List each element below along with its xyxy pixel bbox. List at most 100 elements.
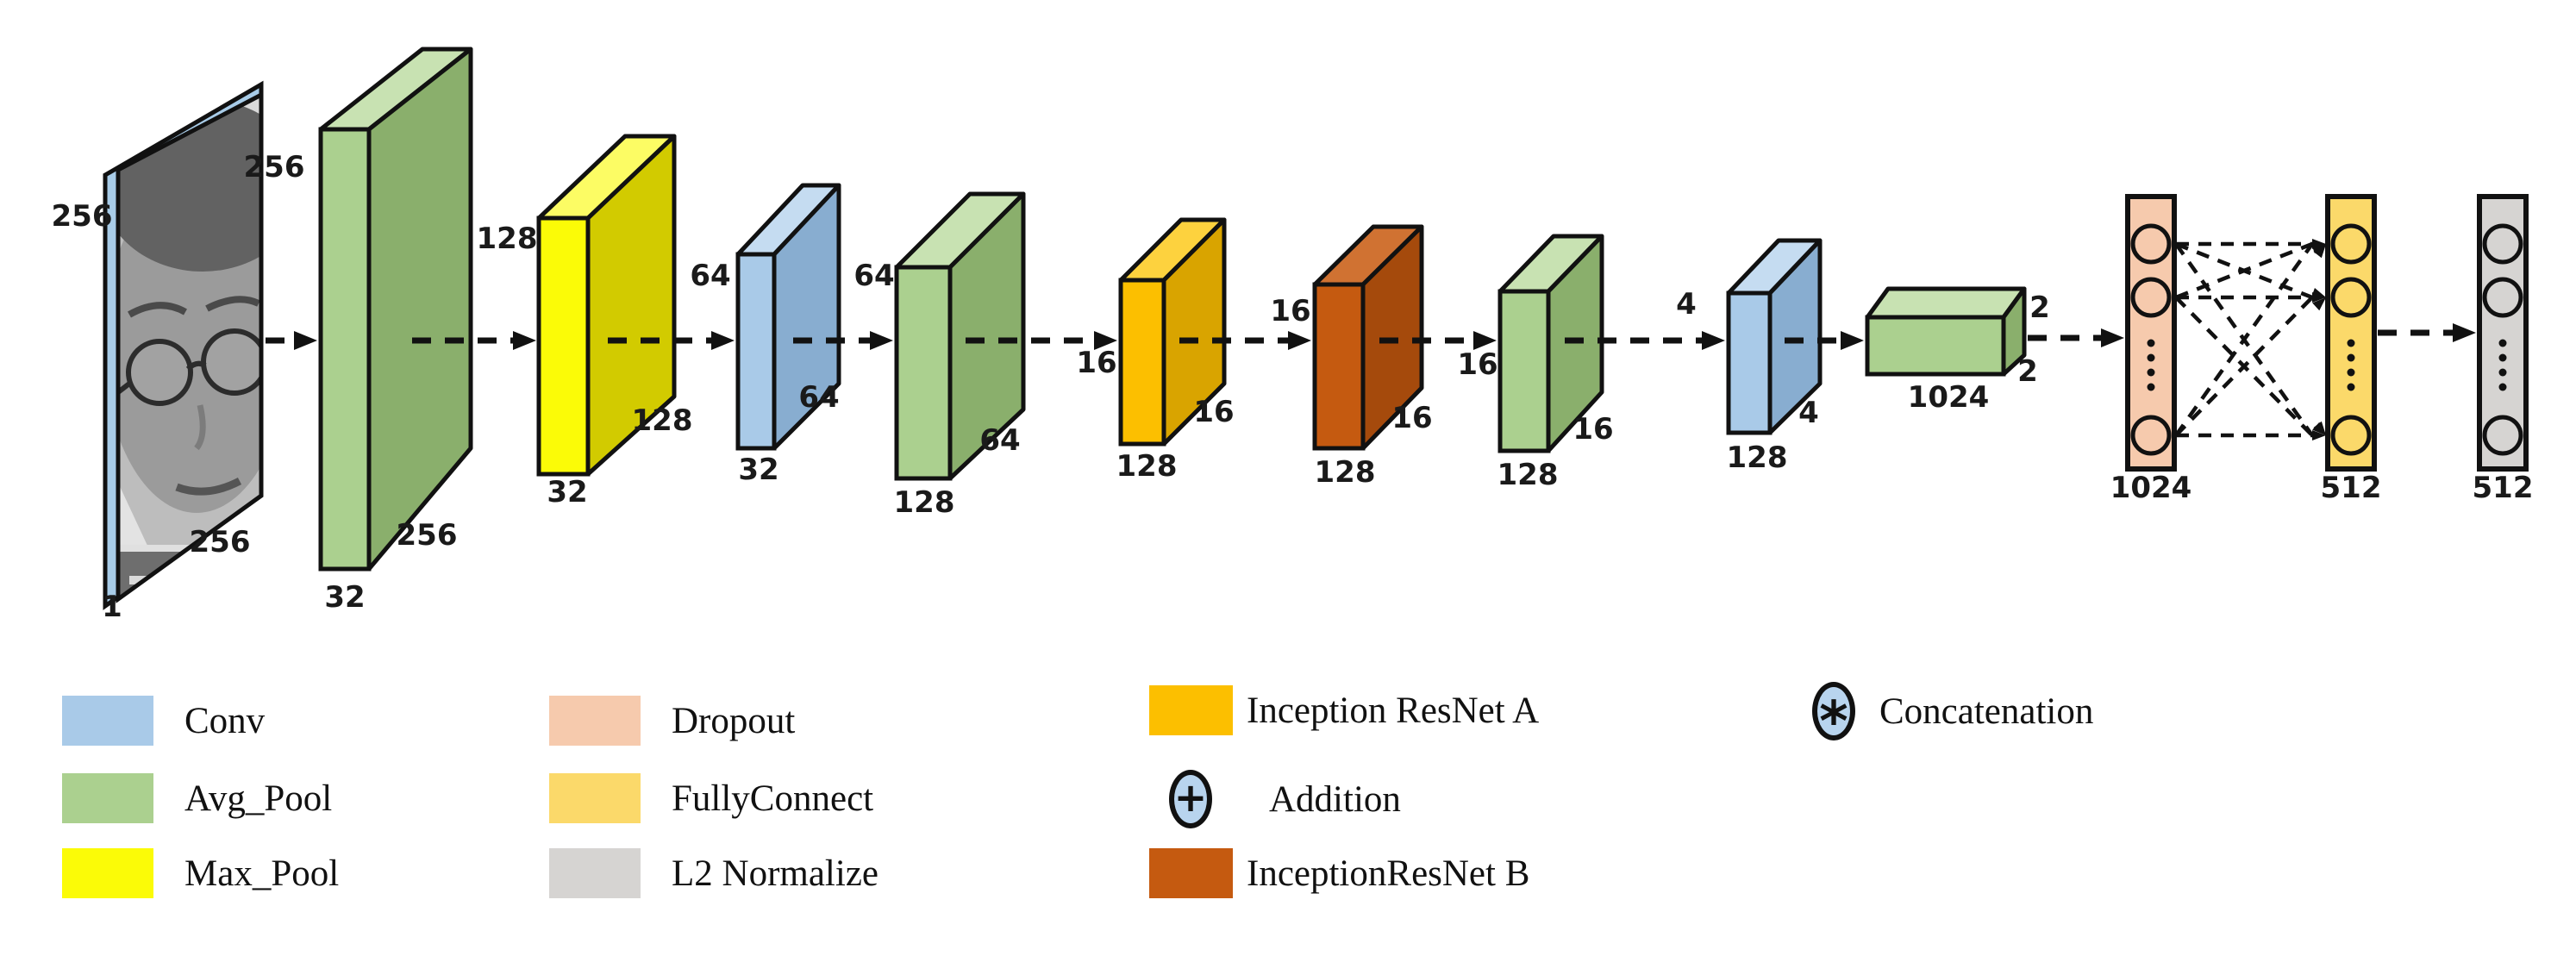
cross-connection-arrowhead <box>2312 292 2326 303</box>
flow-arrowhead <box>1841 331 1864 350</box>
legend-label: Concatenation <box>1879 690 2094 732</box>
ellipsis-dot <box>2147 353 2155 362</box>
legend-item-inception-resnet-b: InceptionResNet B <box>1149 848 1529 898</box>
flow-arrowhead <box>2101 328 2124 347</box>
legend-item-fully-connect: FullyConnect <box>549 773 873 823</box>
dimension-label: 128 <box>632 403 693 438</box>
legend-item-concatenation: * Concatenation <box>1812 682 2094 750</box>
legend-item-l2-normalize: L2 Normalize <box>549 848 878 898</box>
cross-connection <box>2174 296 2314 437</box>
flow-arrowhead <box>1702 331 1725 350</box>
dimension-label: 2 <box>2017 354 2038 389</box>
ellipsis-dot <box>2147 383 2155 391</box>
cross-connection-arrowhead <box>2312 297 2326 311</box>
flow-arrowhead <box>2453 323 2476 342</box>
legend-item-max-pool: Max_Pool <box>62 848 339 898</box>
dimension-label: 256 <box>244 150 305 184</box>
neuron-circle <box>2130 277 2172 318</box>
legend-label: Inception ResNet A <box>1247 690 1540 731</box>
dimension-label: 128 <box>1315 455 1376 490</box>
neuron-circle <box>2130 223 2172 265</box>
concatenation-icon: * <box>1812 682 1855 750</box>
input-image-border <box>116 91 264 603</box>
inception-resnet-b-color-swatch <box>1149 848 1233 898</box>
legend-item-avg-pool: Avg_Pool <box>62 773 332 823</box>
dimension-label: 128 <box>1116 449 1178 484</box>
l2-normalize-color-swatch <box>549 848 641 898</box>
legend-label: Conv <box>184 700 266 741</box>
asterisk-glyph: * <box>1819 690 1848 754</box>
neuron-circle <box>2330 415 2372 456</box>
block-avg-pool-1-front <box>318 127 372 572</box>
dimension-label: 2 <box>2029 291 2050 325</box>
cross-connection <box>2174 242 2314 437</box>
block-max-pool-1-front <box>536 216 591 477</box>
cross-connection <box>2175 241 2313 300</box>
dimension-label: 32 <box>738 453 778 487</box>
flow-arrowhead <box>513 331 536 350</box>
plus-glyph: + <box>1173 774 1208 821</box>
dimension-label: 64 <box>798 380 839 415</box>
dimension-label: 1 <box>102 590 122 624</box>
neuron-circle <box>2482 415 2523 456</box>
dimension-label: 64 <box>979 423 1020 458</box>
ellipsis-dot <box>2498 368 2507 377</box>
dimension-label: 64 <box>690 259 730 293</box>
ellipsis-dot <box>2498 339 2507 347</box>
cross-connection-arrowhead <box>2312 422 2326 435</box>
neuron-circle <box>2330 277 2372 318</box>
legend-label: InceptionResNet B <box>1247 853 1530 894</box>
max-pool-color-swatch <box>62 848 153 898</box>
ellipsis-dot <box>2347 339 2355 347</box>
legend-item-inception-resnet-a: Inception ResNet A <box>1149 685 1539 735</box>
avg-pool-color-swatch <box>62 773 153 823</box>
flow-arrowhead <box>870 331 893 350</box>
dimension-label: 16 <box>1572 412 1613 447</box>
dimension-label: 128 <box>1497 458 1559 492</box>
ellipsis-dot <box>2147 339 2155 347</box>
addition-icon: + <box>1169 770 1212 828</box>
dimension-label: 16 <box>1076 346 1116 380</box>
block-avg-pool-1-side <box>366 47 473 572</box>
block-conv-2-front <box>1726 291 1773 435</box>
dimension-label: 32 <box>547 475 587 509</box>
flow-arrowhead <box>1473 331 1497 350</box>
dimension-label: 128 <box>477 222 538 256</box>
dimension-label: 128 <box>1727 441 1788 475</box>
dimension-label: 4 <box>1798 396 1819 430</box>
legend-label: Dropout <box>672 700 796 741</box>
dimension-label: 1024 <box>1908 380 1990 415</box>
neuron-circle <box>2130 415 2172 456</box>
block-avg-pool-4-front <box>1865 315 2006 377</box>
legend-label: Avg_Pool <box>184 778 333 819</box>
flow-arrowhead <box>294 331 317 350</box>
cross-connection-arrowhead <box>2313 244 2326 259</box>
dimension-label: 16 <box>1391 401 1432 435</box>
dimension-label: 16 <box>1270 294 1310 328</box>
dimension-label: 1024 <box>2110 471 2192 505</box>
block-conv-1-front <box>735 252 777 451</box>
dimension-label: 16 <box>1193 395 1234 429</box>
legend-item-conv: Conv <box>62 696 265 746</box>
dimension-label: 128 <box>894 485 955 520</box>
neuron-circle <box>2482 223 2523 265</box>
dimension-label: 256 <box>190 525 251 559</box>
ellipsis-dot <box>2498 383 2507 391</box>
flow-arrowhead <box>1094 331 1117 350</box>
flow-arrowhead <box>711 331 735 350</box>
dimension-label: 4 <box>1676 287 1697 322</box>
block-avg-pool-2-front <box>894 265 953 481</box>
legend-label: FullyConnect <box>672 778 874 819</box>
block-avg-pool-4-top <box>1865 286 2027 320</box>
legend-label: L2 Normalize <box>672 853 878 894</box>
dimension-label: 512 <box>2473 471 2534 505</box>
neuron-circle <box>2482 277 2523 318</box>
block-inception-resnet-b-front <box>1312 282 1366 451</box>
legend-item-addition: + Addition <box>1169 770 1401 828</box>
dimension-label: 16 <box>1457 347 1497 382</box>
inception-resnet-a-color-swatch <box>1149 685 1233 735</box>
legend-label: Addition <box>1269 778 1401 820</box>
dimension-label: 512 <box>2321 471 2382 505</box>
dimension-label: 256 <box>52 199 113 234</box>
